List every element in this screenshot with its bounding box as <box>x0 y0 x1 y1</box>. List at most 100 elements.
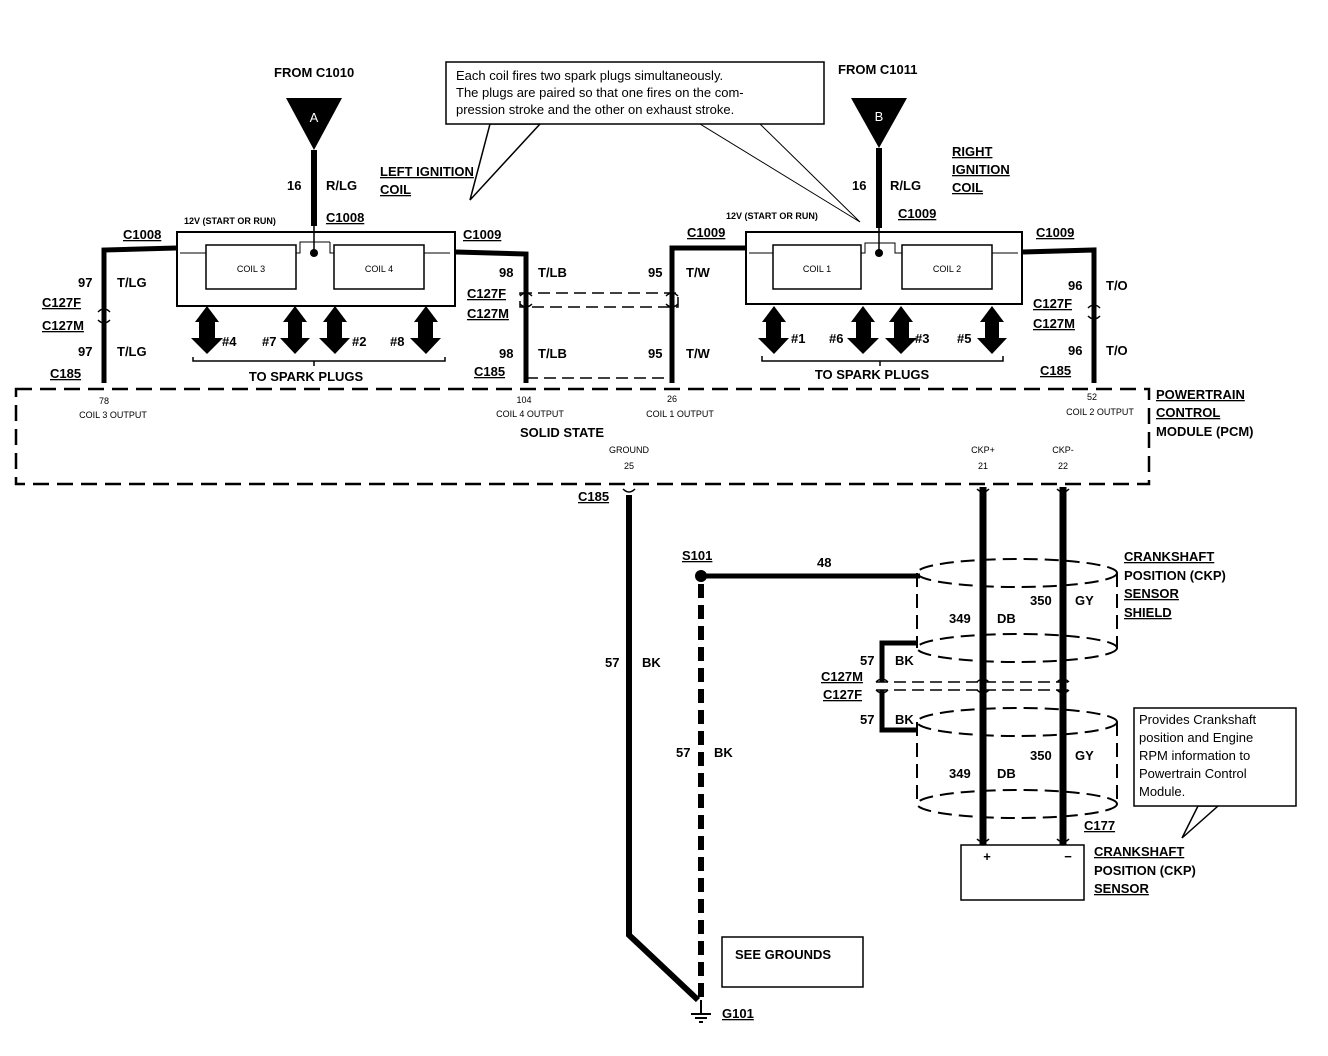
sensor-label-2: POSITION (CKP) <box>1094 863 1196 878</box>
coil-output-wires: 97 T/LG 97 T/LG C127F C127M C185 98 T/LB… <box>42 265 1128 381</box>
sensor-c177: C177 <box>1084 818 1115 833</box>
ckp-callout-3: RPM information to <box>1139 748 1250 763</box>
wire-96-color-bottom: T/O <box>1106 343 1128 358</box>
sensor-minus-label: − <box>1064 849 1072 864</box>
see-grounds-box <box>721 936 864 988</box>
pcm-title-1: POWERTRAIN <box>1156 387 1245 402</box>
plug-label-3: #3 <box>915 331 929 346</box>
from-c1010-label: FROM C1010 <box>274 65 354 80</box>
ckp-callout-2: position and Engine <box>1139 730 1253 745</box>
ground-c185: C185 <box>578 489 609 504</box>
ground-circuit: C185 57 BK S101 57 BK G101 SEE GROUNDS <box>578 488 864 1023</box>
plug-label-2: #2 <box>352 334 366 349</box>
wire-97-c127f: C127F <box>42 295 81 310</box>
pin-coil1-label: COIL 1 OUTPUT <box>646 409 714 419</box>
plug-arrow-2-icon <box>319 322 350 354</box>
ckp-callout-1: Provides Crankshaft <box>1139 712 1256 727</box>
coil-pairing-callout: Each coil fires two spark plugs simultan… <box>445 61 861 223</box>
left-coil-conn-right: C1009 <box>463 227 501 242</box>
right-ignition-coil: 12V (START OR RUN) COIL 1 COIL 2 C1009 C… <box>669 211 1097 383</box>
pin-ckp-minus-num: 22 <box>1058 461 1068 471</box>
shield-wire-num: 48 <box>817 555 831 570</box>
wire-95-num-bottom: 95 <box>648 346 662 361</box>
right-plugs-label: TO SPARK PLUGS <box>815 367 930 382</box>
drain-num-bottom: 57 <box>860 712 874 727</box>
wire-96-num-bottom: 96 <box>1068 343 1082 358</box>
g101-label: G101 <box>722 1006 754 1021</box>
right-feed-wire-color: R/LG <box>890 178 921 193</box>
connector-b-icon <box>851 98 907 148</box>
right-coil-title-3: COIL <box>952 180 983 195</box>
wire-95-color-bottom: T/W <box>686 346 711 361</box>
pin-ckp-plus-num: 21 <box>978 461 988 471</box>
plug-label-8: #8 <box>390 334 404 349</box>
shield-label-4: SHIELD <box>1124 605 1172 620</box>
wire-97-color-top: T/LG <box>117 275 147 290</box>
left-plugs-label: TO SPARK PLUGS <box>249 369 364 384</box>
right-coil-housing <box>745 231 1023 305</box>
ckp-gy-color-top: GY <box>1075 593 1094 608</box>
callout-top-line-3: pression stroke and the other on exhaust… <box>456 102 734 117</box>
ckp-callout-box <box>1133 707 1297 807</box>
pin-ground-num: 25 <box>624 461 634 471</box>
connector-a-icon <box>286 98 342 150</box>
ckp-db-num-top: 349 <box>949 611 971 626</box>
plug-label-1: #1 <box>791 331 805 346</box>
left-coil-housing <box>176 231 456 307</box>
ckp-gy-num-top: 350 <box>1030 593 1052 608</box>
wire-97-num-top: 97 <box>78 275 92 290</box>
wire-97-color-bottom: T/LG <box>117 344 147 359</box>
right-plug-arrows: #1 #6 #3 #5 <box>758 306 1007 354</box>
shield-label-1: CRANKSHAFT <box>1124 549 1214 564</box>
coil-1-label: COIL 1 <box>803 264 831 274</box>
powertrain-control-module: POWERTRAIN CONTROL MODULE (PCM) SOLID ST… <box>14 387 1254 486</box>
right-feed-connector: C1009 <box>898 206 936 221</box>
right-coil-conn-right: C1009 <box>1036 225 1074 240</box>
left-feed-connector: C1008 <box>326 210 364 225</box>
coil-1-box <box>772 244 862 290</box>
pin-coil4-num: 104 <box>516 395 531 405</box>
left-feed-wire-num: 16 <box>287 178 301 193</box>
pin-coil2-num: 52 <box>1087 392 1097 402</box>
ckp-callout-5: Module. <box>1139 784 1185 799</box>
wire-96-c127m: C127M <box>1033 316 1075 331</box>
wire-97-num-bottom: 97 <box>78 344 92 359</box>
plug-arrow-5-icon <box>977 322 1007 354</box>
ckp-gy-color-bottom: GY <box>1075 748 1094 763</box>
wire-96-c127f: C127F <box>1033 296 1072 311</box>
wire-98-c127f: C127F <box>467 286 506 301</box>
callout-top-line-2: The plugs are paired so that one fires o… <box>456 85 744 100</box>
connector-a-letter: A <box>310 110 319 125</box>
ckp-callout-4: Powertrain Control <box>1139 766 1247 781</box>
coil-3-box <box>205 244 297 290</box>
ground-wire-num: 57 <box>605 655 619 670</box>
left-coil-supply: 12V (START OR RUN) <box>184 216 276 226</box>
ckp-db-num-bottom: 349 <box>949 766 971 781</box>
wire-97-c185: C185 <box>50 366 81 381</box>
right-coil-conn-left: C1009 <box>687 225 725 240</box>
wire-98-num-top: 98 <box>499 265 513 280</box>
right-feed: FROM C1011 B 16 R/LG C1009 RIGHT IGNITIO… <box>838 62 1010 228</box>
wire-98-c185: C185 <box>474 364 505 379</box>
coil-4-box <box>333 244 425 290</box>
right-coil-title-1: RIGHT <box>952 144 993 159</box>
see-grounds-label: SEE GROUNDS <box>735 947 831 962</box>
wire-96-color-top: T/O <box>1106 278 1128 293</box>
from-c1011-label: FROM C1011 <box>838 62 917 77</box>
left-ignition-coil: 12V (START OR RUN) COIL 3 COIL 4 C1008 C… <box>101 216 529 384</box>
pcm-title-2: CONTROL <box>1156 405 1220 420</box>
ckp-gy-num-bottom: 350 <box>1030 748 1052 763</box>
plug-label-4: #4 <box>222 334 237 349</box>
coil-2-label: COIL 2 <box>933 264 961 274</box>
left-coil-title-2: COIL <box>380 182 411 197</box>
pin-coil3-num: 78 <box>99 396 109 406</box>
plug-arrow-7-icon <box>280 322 310 354</box>
left-coil-conn-left: C1008 <box>123 227 161 242</box>
plug-arrow-1-icon <box>758 322 789 354</box>
plug-arrow-8-icon <box>410 322 441 354</box>
callout-top-line-1: Each coil fires two spark plugs simultan… <box>456 68 723 83</box>
pin-ground-label: GROUND <box>609 445 649 455</box>
plug-label-6: #6 <box>829 331 843 346</box>
ckp-db-color-bottom: DB <box>997 766 1016 781</box>
